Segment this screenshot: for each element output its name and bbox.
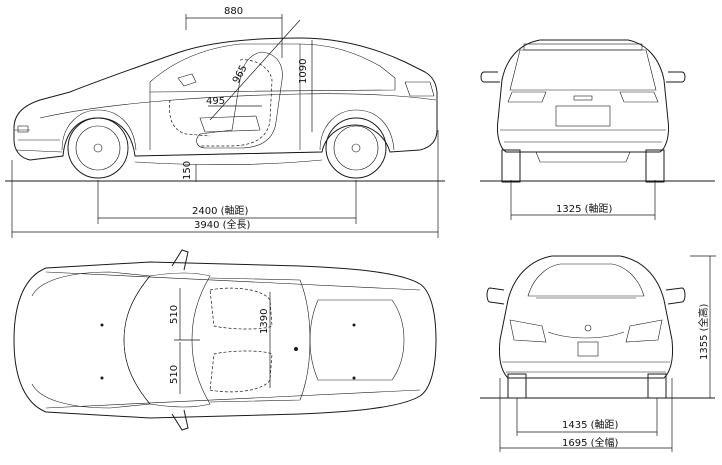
- dim-height-label: 1355 (全高): [697, 303, 710, 360]
- rear-light-right: [619, 91, 659, 103]
- front-mirror-left: [486, 287, 505, 305]
- front-view: 1355 (全高) 1435 (軸距) 1695 (全幅): [480, 255, 716, 452]
- front-mirror-right: [665, 287, 686, 305]
- top-rear-glass: [309, 299, 405, 381]
- top-hood-dot-2: [100, 376, 104, 380]
- front-headlight-left: [509, 319, 547, 343]
- rear-window: [509, 49, 657, 91]
- rear-tire-left: [501, 149, 521, 183]
- rear-plate: [555, 105, 611, 127]
- side-beltline: [39, 93, 437, 119]
- rear-light-left: [507, 91, 547, 103]
- rear-bumper: [500, 129, 666, 143]
- top-windshield: [123, 272, 211, 408]
- front-bumper-line: [502, 361, 670, 373]
- side-view: 880 965 1090 495 150 2400 (軸距) 3940 (全長): [5, 6, 445, 238]
- top-rear-dot-2: [352, 376, 356, 380]
- dim-510b-label: 510: [169, 365, 180, 384]
- top-body-outline: [13, 261, 437, 419]
- rear-mirror-right: [666, 71, 686, 83]
- front-body-outline: [499, 255, 673, 379]
- top-side-line-lower: [45, 389, 421, 409]
- front-windshield: [527, 263, 645, 297]
- side-rear-light: [404, 81, 435, 97]
- side-rear-hub: [351, 143, 361, 153]
- side-body-outline: [13, 37, 438, 161]
- side-front-arch: [61, 109, 137, 151]
- top-roof: [209, 277, 311, 403]
- dim-front-track-label: 1435 (軸距): [562, 418, 619, 431]
- side-seat-ghost: [169, 59, 273, 147]
- top-mirror-lower: [171, 409, 189, 431]
- top-side-line-upper: [45, 271, 421, 291]
- side-rear-wheel: [325, 117, 387, 179]
- top-hood: [31, 271, 151, 409]
- rear-view: 1325 (軸距): [480, 39, 715, 220]
- side-front-hub: [93, 143, 103, 153]
- top-mirror-upper: [171, 249, 189, 271]
- side-rear-arch: [319, 109, 395, 151]
- top-view: 510 510 1390: [13, 249, 437, 431]
- front-emblem: [584, 324, 592, 332]
- dim-length-label: 3940 (全長): [194, 218, 251, 231]
- front-headlight-right: [625, 319, 663, 343]
- dim-front-width-label: 1695 (全幅): [562, 436, 619, 449]
- dim-965-label: 965: [231, 63, 250, 85]
- dim-150-label: 150: [182, 161, 193, 180]
- dim-1390-label: 1390: [259, 309, 270, 334]
- front-plate: [577, 341, 599, 357]
- dim-880-label: 880: [224, 6, 243, 17]
- dim-495-label: 495: [206, 96, 225, 107]
- dim-1090-label: 1090: [298, 59, 309, 84]
- dim-510a-label: 510: [169, 305, 180, 324]
- side-rear-rim: [333, 125, 379, 171]
- dim-rear-track-label: 1325 (軸距): [556, 202, 613, 215]
- top-seat-lower: [209, 350, 273, 393]
- rear-badge: [573, 95, 593, 101]
- side-mirror: [177, 73, 197, 87]
- front-grille: [547, 331, 625, 339]
- side-front-bumper: [14, 129, 63, 153]
- top-hood-dot-1: [100, 323, 104, 327]
- rear-tire-right: [645, 149, 665, 183]
- dim-wheelbase-label: 2400 (軸距): [192, 204, 249, 217]
- rear-diffuser: [535, 151, 631, 163]
- top-center-dot: [294, 347, 298, 351]
- top-seat-upper: [209, 287, 273, 330]
- top-rear-dot-1: [352, 323, 356, 327]
- side-skirt: [134, 151, 323, 166]
- side-seat: [196, 51, 283, 149]
- side-front-rim: [75, 125, 121, 171]
- side-seat-cushion: [199, 115, 261, 133]
- dim-965-line: [209, 19, 301, 121]
- side-front-marker: [17, 125, 29, 133]
- rear-spoiler: [523, 43, 643, 51]
- rear-mirror-left: [480, 71, 500, 83]
- side-front-wheel: [67, 117, 129, 179]
